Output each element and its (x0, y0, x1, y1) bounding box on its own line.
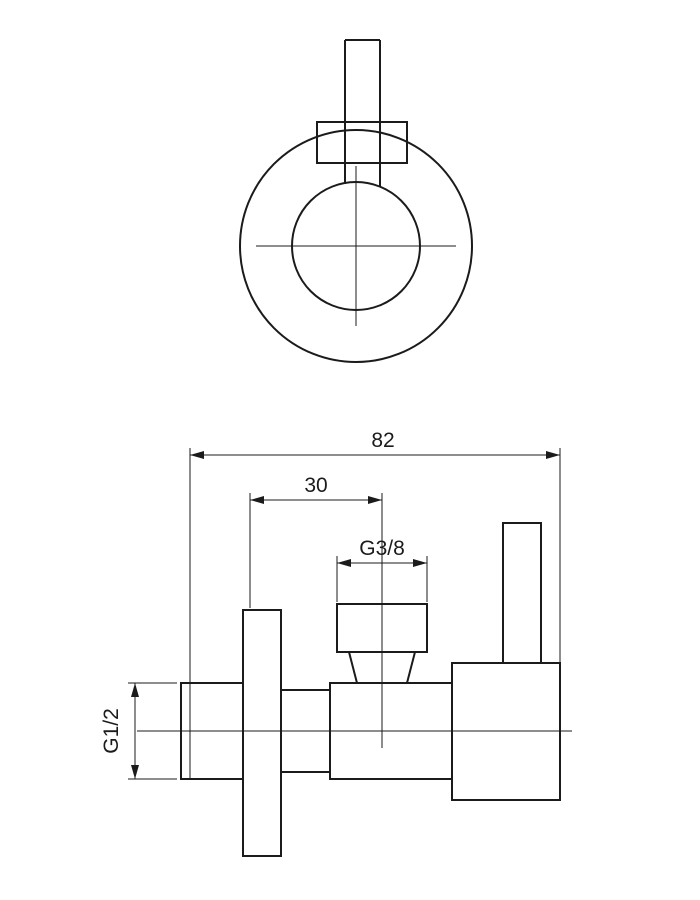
dimensions: 82 30 G3/8 (100, 429, 561, 780)
dimension-overall-depth: 82 (189, 429, 561, 683)
outlet-flange-rect (316, 121, 408, 164)
outlet-taper-left (348, 651, 358, 684)
front-view (239, 39, 473, 363)
dim-g38-arrow-left (337, 559, 351, 567)
dim-g12-arrow-bottom (131, 765, 139, 779)
handle-stem-rect (502, 522, 542, 664)
dim-82-arrow-right (546, 451, 560, 459)
dim-82-arrow-left (190, 451, 204, 459)
wall-rosette-rect (242, 609, 282, 857)
dim-30-arrow-left (250, 496, 264, 504)
dim-g12-arrow-top (131, 683, 139, 697)
dim-30-label: 30 (304, 474, 327, 497)
outlet-taper-right (406, 651, 416, 684)
dim-g12-label: G1/2 (100, 708, 123, 754)
dim-g38-arrow-right (413, 559, 427, 567)
valve-rosette-circle (239, 129, 473, 363)
dim-82-label: 82 (371, 429, 394, 452)
dimension-outlet-thread: G3/8 (336, 537, 428, 602)
side-view (137, 493, 572, 857)
dimension-wall-to-outlet: 30 (249, 474, 382, 608)
dim-g38-label: G3/8 (359, 537, 405, 560)
dim-30-arrow-right (368, 496, 382, 504)
dimension-inlet-thread: G1/2 (100, 682, 177, 780)
